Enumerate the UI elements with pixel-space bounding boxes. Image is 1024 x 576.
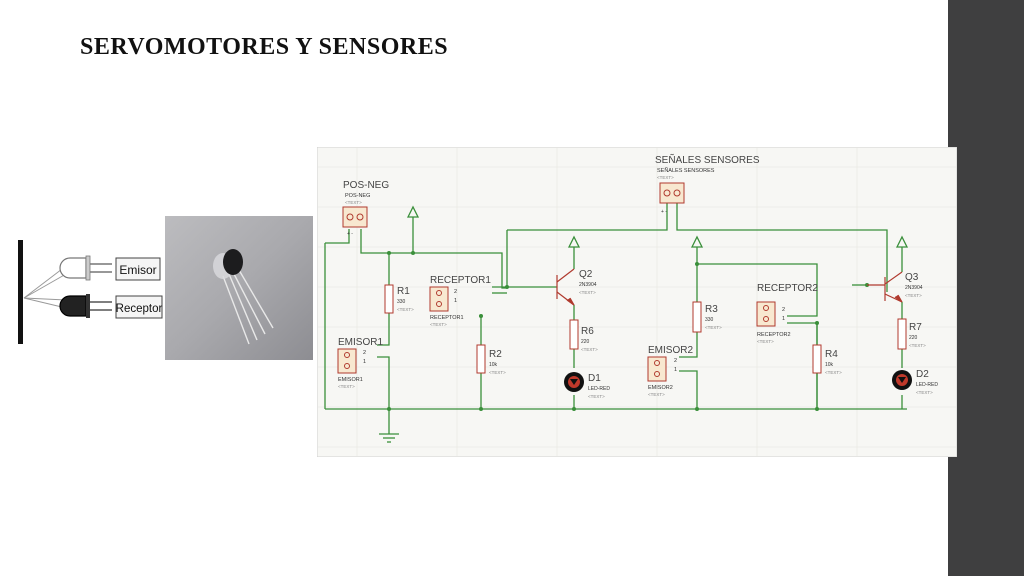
r1-labels: R1 330 <TEXT>	[397, 286, 414, 312]
d1-led-icon	[564, 372, 584, 392]
emitter-label: Emisor	[119, 263, 156, 277]
light-rays	[23, 265, 67, 309]
r7-labels: R7 220 <TEXT>	[909, 322, 926, 348]
d1-labels: D1 LED-RED <TEXT>	[588, 373, 610, 399]
r6-name: R6	[581, 326, 594, 337]
d2-name: D2	[916, 369, 929, 380]
q3-name: Q3	[905, 272, 919, 283]
q3-labels: Q3 2N3904 <TEXT>	[905, 272, 923, 298]
d2-value: LED-RED	[916, 382, 938, 388]
r3-labels: R3 330 <TEXT>	[705, 304, 722, 330]
emisor1-pin2: 2	[363, 350, 366, 356]
emisor1-name: EMISOR1	[338, 337, 383, 348]
r3-name: R3	[705, 304, 718, 315]
junction-dots	[387, 251, 869, 411]
receptor2-sub: RECEPTOR2	[757, 332, 791, 338]
emisor2-name: EMISOR2	[648, 345, 693, 356]
circuit-wires	[324, 203, 907, 434]
r4-labels: R4 10k <TEXT>	[825, 349, 842, 375]
senales-sub: SEÑALES SENSORES	[657, 167, 715, 174]
receptor1-connector: RECEPTOR1 2 1 RECEPTOR1 <TEXT>	[429, 275, 491, 327]
q2-name: Q2	[579, 269, 593, 280]
q2-labels: Q2 2N3904 <TEXT>	[579, 269, 597, 295]
dark-led-body	[223, 249, 243, 275]
receptor1-pin2: 2	[454, 289, 457, 295]
ir-led-photo	[165, 216, 313, 360]
r2-value: 10k	[489, 362, 498, 368]
reflective-surface	[18, 240, 23, 344]
r7-name: R7	[909, 322, 922, 333]
receiver-led-icon	[59, 294, 112, 318]
d2-labels: D2 LED-RED <TEXT>	[916, 369, 938, 395]
r1-name: R1	[397, 286, 410, 297]
senales-pins: + -	[661, 209, 667, 215]
r3-text: <TEXT>	[705, 325, 722, 330]
r4-name: R4	[825, 349, 838, 360]
r6-text: <TEXT>	[581, 347, 598, 352]
q3-value: 2N3904	[905, 285, 923, 291]
slide-title: SERVOMOTORES Y SENSORES	[80, 34, 449, 60]
r1-text: <TEXT>	[397, 307, 414, 312]
emisor1-pin1: 1	[363, 359, 366, 365]
vcc-arrow-icons	[406, 205, 909, 251]
emisor2-text: <TEXT>	[648, 392, 665, 397]
emisor2-connector: EMISOR2 2 1 EMISOR2 <TEXT>	[647, 345, 693, 397]
pos-neg-name: POS-NEG	[343, 180, 389, 191]
emisor2-pin2: 2	[674, 358, 677, 364]
q2-text: <TEXT>	[579, 290, 596, 295]
q2-value: 2N3904	[579, 282, 597, 288]
pos-neg-sub: POS-NEG	[345, 193, 370, 199]
r4-value: 10k	[825, 362, 834, 368]
r4-text: <TEXT>	[825, 370, 842, 375]
emitter-led-icon	[59, 255, 112, 281]
receptor2-connector: RECEPTOR2 2 1 RECEPTOR2 <TEXT>	[756, 283, 818, 344]
q3-transistor-icon	[867, 271, 903, 303]
r2-text: <TEXT>	[489, 370, 506, 375]
d1-name: D1	[588, 373, 601, 384]
emisor1-sub: EMISOR1	[338, 377, 363, 383]
senales-text: <TEXT>	[657, 175, 674, 180]
r6-value: 220	[581, 339, 590, 345]
senales-connector: SEÑALES SENSORES SEÑALES SENSORES <TEXT>…	[655, 153, 760, 215]
led-leads	[222, 269, 274, 345]
receptor1-name: RECEPTOR1	[430, 275, 491, 286]
circuit-schematic: POS-NEG POS-NEG <TEXT> + - SEÑALES SENSO…	[317, 147, 957, 457]
emisor1-connector: EMISOR1 2 1 EMISOR1 <TEXT>	[337, 337, 383, 389]
pos-neg-text: <TEXT>	[345, 200, 362, 205]
d1-text: <TEXT>	[588, 394, 605, 399]
senales-name: SEÑALES SENSORES	[655, 153, 760, 166]
receptor1-text: <TEXT>	[430, 322, 447, 327]
emitter-label-box	[115, 257, 161, 281]
r2-labels: R2 10k <TEXT>	[489, 349, 506, 375]
receptor2-text: <TEXT>	[757, 339, 774, 344]
receptor2-pin1: 1	[782, 316, 785, 322]
receptor2-name: RECEPTOR2	[757, 283, 818, 294]
receptor1-pin1: 1	[454, 298, 457, 304]
pos-neg-connector: POS-NEG POS-NEG <TEXT> + -	[342, 180, 389, 237]
ground-icon	[379, 433, 399, 443]
receptor1-sub: RECEPTOR1	[430, 315, 464, 321]
r1-value: 330	[397, 299, 406, 305]
d2-text: <TEXT>	[916, 390, 933, 395]
r7-value: 220	[909, 335, 918, 341]
emisor2-pin1: 1	[674, 367, 677, 373]
receiver-label-box	[115, 295, 163, 319]
q3-text: <TEXT>	[905, 293, 922, 298]
sidebar-accent-bar	[948, 0, 1024, 576]
d1-value: LED-RED	[588, 386, 610, 392]
q2-transistor-icon	[556, 268, 575, 306]
receptor2-pin2: 2	[782, 307, 785, 313]
d2-led-icon	[892, 370, 912, 390]
r3-value: 330	[705, 317, 714, 323]
pos-neg-pins: + -	[347, 231, 353, 237]
r2-name: R2	[489, 349, 502, 360]
resistor-bodies	[384, 284, 907, 374]
r6-labels: R6 220 <TEXT>	[581, 326, 598, 352]
r7-text: <TEXT>	[909, 343, 926, 348]
emisor1-text: <TEXT>	[338, 384, 355, 389]
sensor-principle-diagram: Emisor Receptor	[18, 240, 163, 344]
emisor2-sub: EMISOR2	[648, 385, 673, 391]
receiver-label: Receptor	[116, 303, 163, 315]
